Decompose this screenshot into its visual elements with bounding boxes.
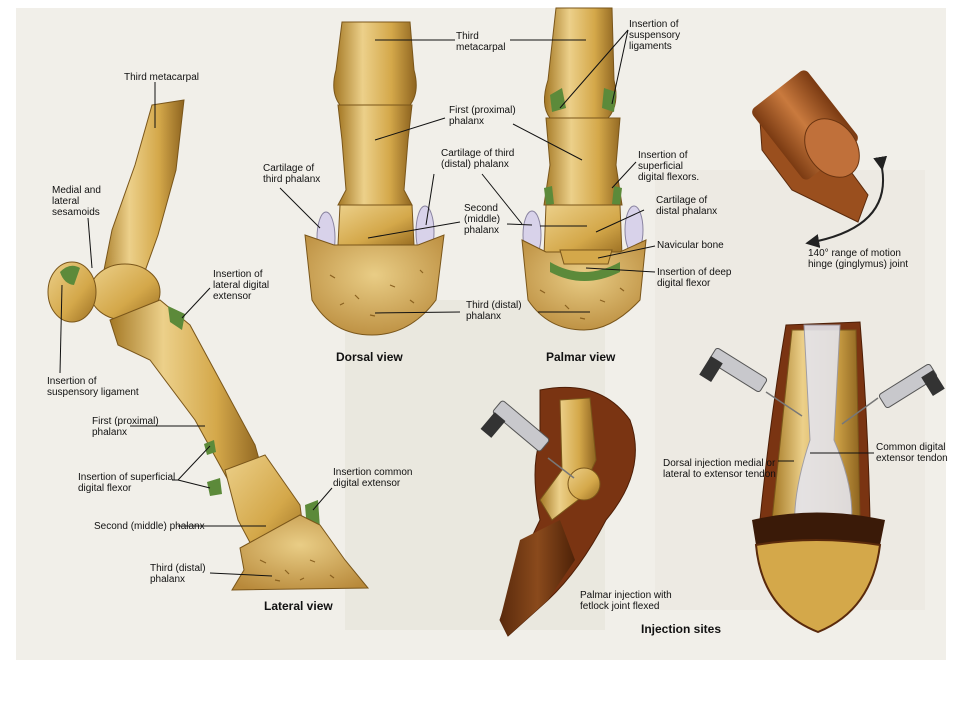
superficial-flexor-marker-2: [207, 478, 222, 496]
palmar-syringe: [480, 400, 575, 479]
leader-lines: [59, 29, 874, 577]
palmar-third-phalanx-bone: [521, 239, 647, 331]
lateral-view-title: Lateral view: [264, 599, 333, 613]
superficial-flexor-marker-1: [204, 440, 216, 455]
label-lateral-first-phalanx: First (proximal) phalanx: [92, 416, 159, 438]
label-common-digital-extensor-tendon: Common digital extensor tendon: [876, 442, 948, 464]
label-insertion-superficial-digital-flexor: Insertion of superficial digital flexor: [78, 472, 176, 494]
sesamoid-bone: [47, 261, 97, 323]
lateral-view-illustration: [47, 99, 370, 591]
lateral-third-phalanx-bone: [231, 514, 370, 591]
label-lateral-third-phalanx: Third (distal) phalanx: [150, 563, 206, 585]
dorsal-syringe-right: [841, 363, 945, 425]
dorsal-second-phalanx-bone: [337, 204, 415, 246]
palmar-second-phalanx-bone: [543, 204, 623, 256]
deep-flexor-marker: [550, 262, 620, 281]
label-lateral-second-phalanx: Second (middle) phalanx: [94, 521, 205, 532]
label-insertion-suspensory-ligaments: Insertion of suspensory ligaments: [629, 19, 681, 52]
label-palmar-injection: Palmar injection with fetlock joint flex…: [580, 590, 672, 612]
dorsal-syringe-left: [699, 347, 803, 417]
palmar-superficial-flexor-marker-right: [612, 186, 622, 205]
label-medial-lateral-sesamoids: Medial and lateral sesamoids: [52, 185, 101, 218]
third-phalanx-texture: [259, 559, 335, 582]
label-cartilage-third-phalanx: Cartilage of third phalanx: [263, 163, 321, 185]
label-dorsal-first-phalanx: First (proximal) phalanx: [449, 105, 516, 127]
palmar-injection-hoof: [500, 520, 575, 636]
palmar-third-phalanx-texture: [539, 287, 625, 320]
label-lateral-third-metacarpal: Third metacarpal: [124, 72, 200, 83]
palmar-first-phalanx-bone: [543, 117, 623, 206]
injection-sites-title: Injection sites: [641, 622, 721, 636]
dorsal-injection-illustration: [699, 321, 945, 634]
label-navicular-bone: Navicular bone: [657, 240, 724, 251]
label-insertion-superficial-digital-flexors: Insertion of superficial digital flexors…: [638, 150, 700, 183]
label-insertion-deep-digital-flexor: Insertion of deep digital flexor: [657, 267, 732, 289]
label-range-of-motion: 140° range of motion hinge (ginglymus) j…: [808, 248, 909, 270]
label-dorsal-third-metacarpal: Third metacarpal: [456, 31, 506, 53]
label-dorsal-third-phalanx: Third (distal) phalanx: [466, 300, 522, 322]
dorsal-third-phalanx-texture: [329, 269, 424, 317]
dorsal-view-title: Dorsal view: [336, 350, 403, 364]
palmar-view-illustration: [521, 7, 647, 331]
label-dorsal-injection: Dorsal injection medial or lateral to ex…: [663, 458, 776, 480]
dorsal-injection-hoof: [754, 539, 882, 634]
dorsal-third-phalanx-bone: [304, 234, 445, 336]
label-insertion-lateral-digital-extensor: Insertion of lateral digital extensor: [213, 269, 270, 302]
palmar-injection-fetlock: [567, 467, 601, 501]
dorsal-third-metacarpal-bone: [333, 21, 417, 106]
dorsal-view-illustration: [304, 21, 445, 336]
label-dorsal-second-phalanx: Second (middle) phalanx: [464, 203, 501, 236]
palmar-superficial-flexor-marker-left: [544, 186, 554, 205]
label-insertion-suspensory-ligament: Insertion of suspensory ligament: [47, 376, 139, 398]
palmar-injection-illustration: [480, 386, 636, 637]
label-cartilage-third-distal-phalanx: Cartilage of third (distal) phalanx: [441, 148, 515, 170]
navicular-bone: [559, 249, 613, 265]
dorsal-injection-coronet: [752, 512, 885, 545]
palmar-suspensory-marker-right: [602, 88, 616, 112]
dorsal-first-phalanx-bone: [337, 104, 413, 206]
lateral-digital-extensor-marker: [168, 306, 185, 330]
hinge-joint-illustration: [752, 70, 888, 248]
label-insertion-common-digital-extensor: Insertion common digital extensor: [333, 467, 413, 489]
sesamoid-insertion-marker: [60, 265, 80, 285]
range-of-motion-arrow: [805, 155, 888, 248]
label-cartilage-distal-phalanx: Cartilage of distal phalanx: [656, 195, 718, 217]
palmar-view-title: Palmar view: [546, 350, 616, 364]
